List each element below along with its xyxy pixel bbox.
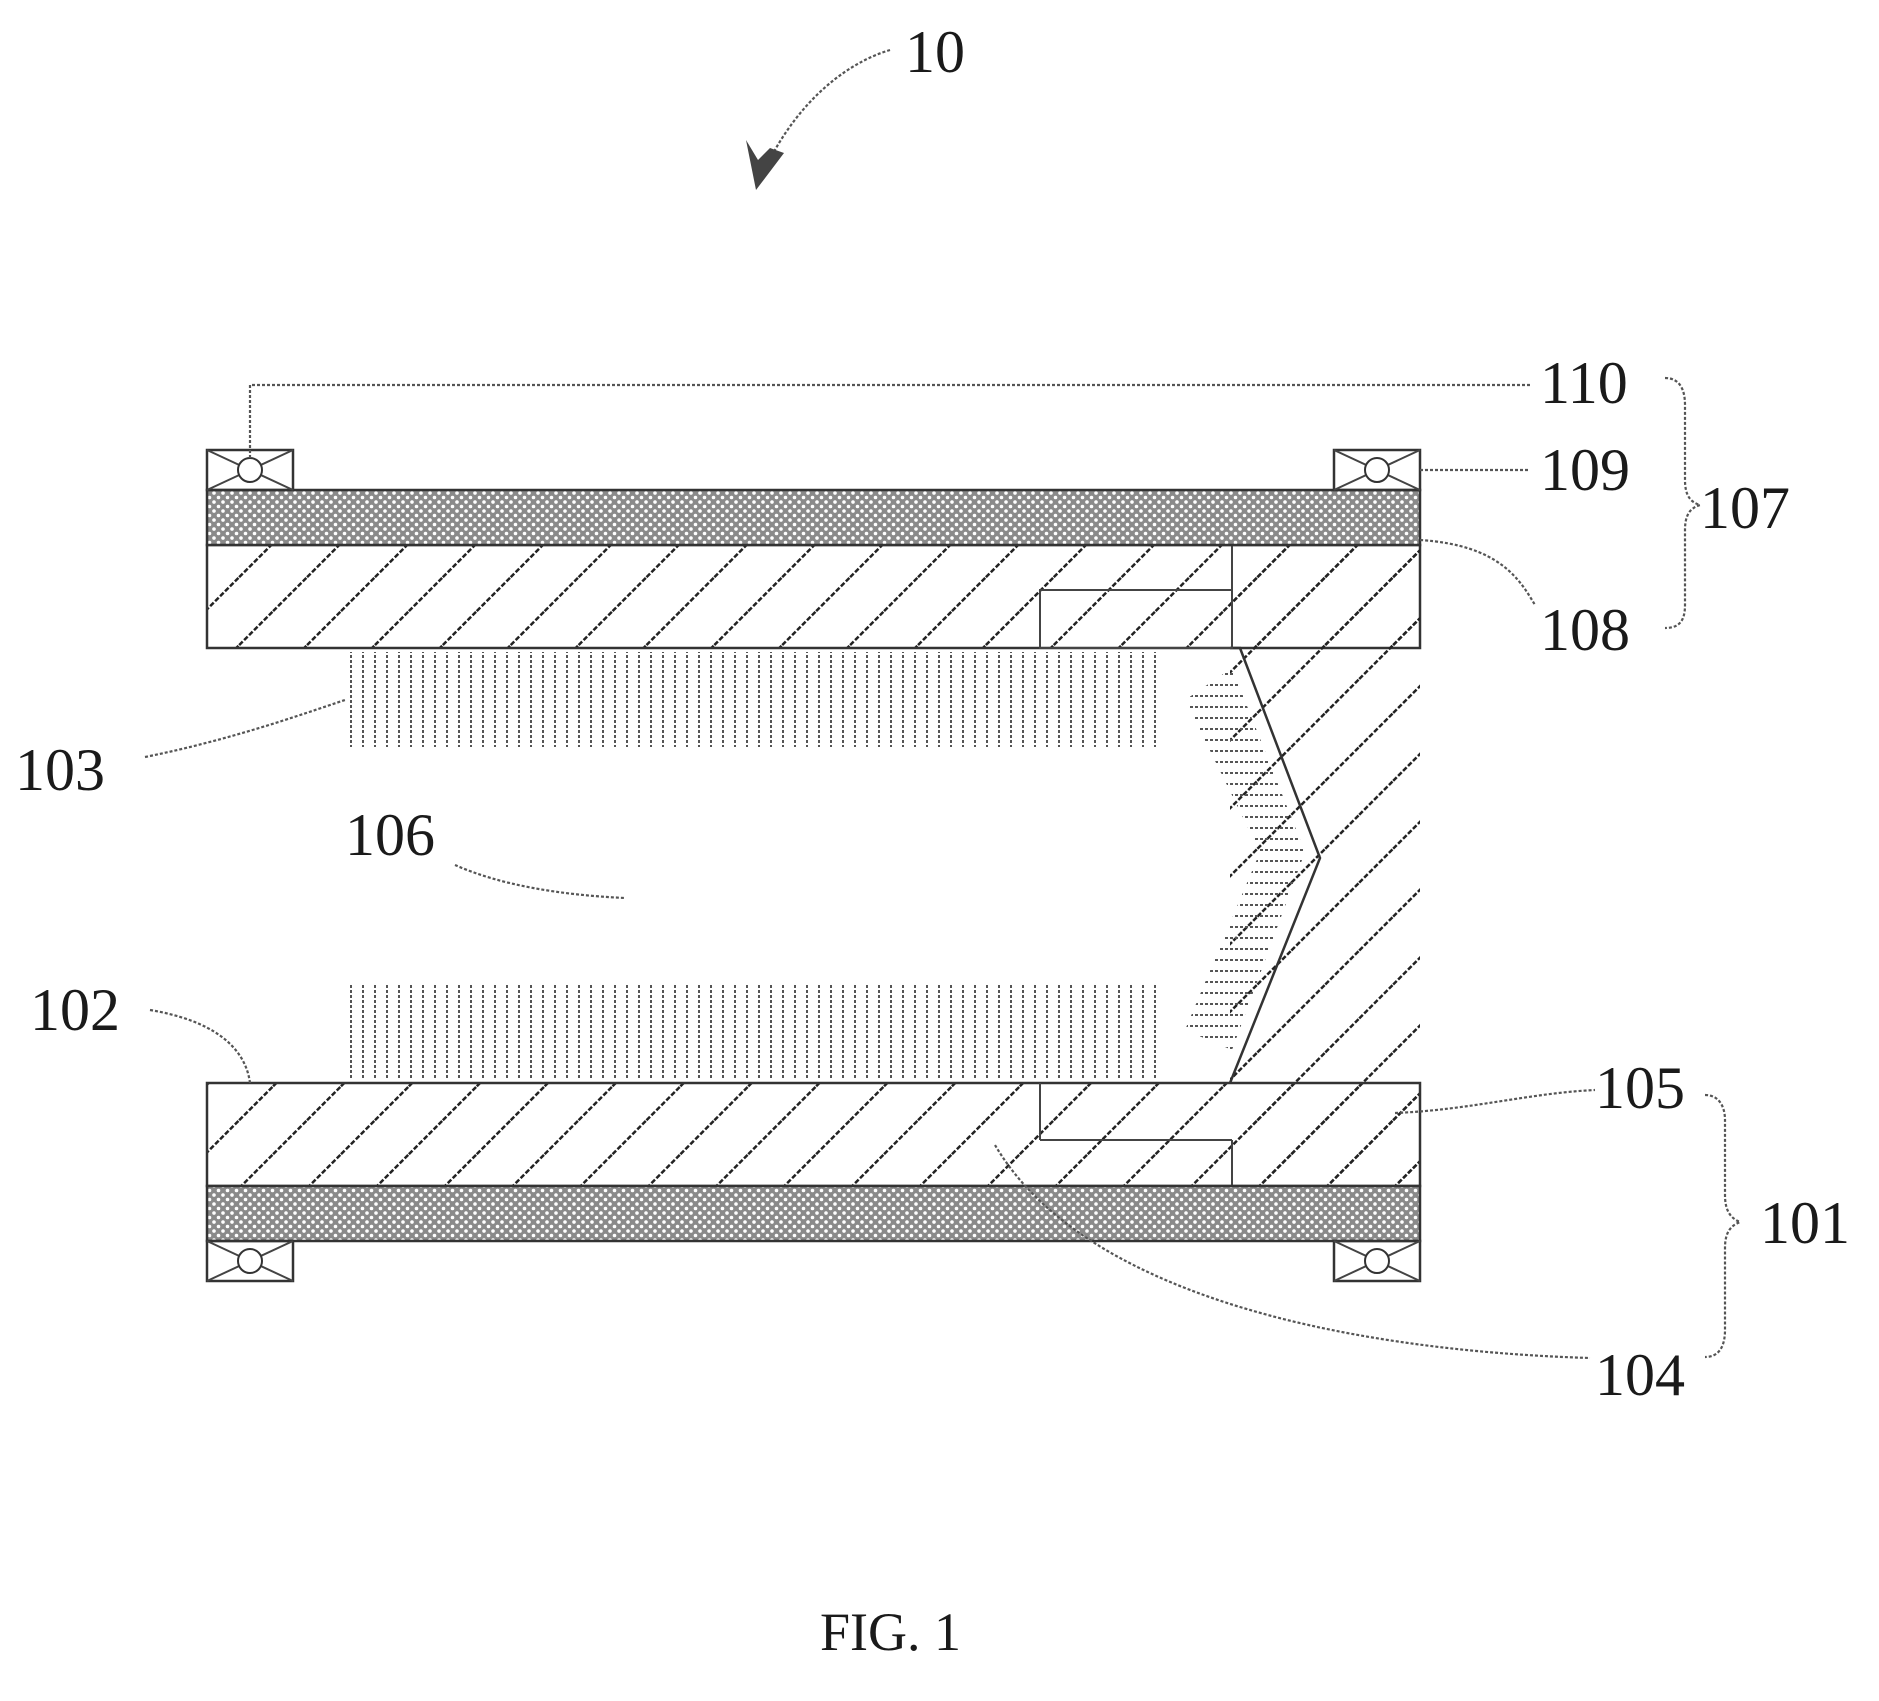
figure-caption: FIG. 1 <box>820 1602 961 1662</box>
label-104: 104 <box>1595 1342 1685 1408</box>
lead-103 <box>145 700 345 757</box>
layer-103-upper-fibers <box>340 652 1160 747</box>
label-106: 106 <box>345 802 435 868</box>
bracket-107 <box>1665 378 1700 628</box>
lead-102 <box>150 1010 250 1083</box>
label-108: 108 <box>1540 597 1630 663</box>
lead-105 <box>1395 1090 1595 1113</box>
label-10: 10 <box>905 19 965 85</box>
lead-10-arrow <box>760 50 890 180</box>
plate-101-bottom <box>207 1083 1420 1186</box>
lead-110 <box>250 385 1530 458</box>
label-107: 107 <box>1700 475 1790 541</box>
label-110: 110 <box>1540 350 1628 416</box>
label-101: 101 <box>1760 1190 1850 1256</box>
layer-108-bottom <box>207 1186 1420 1241</box>
label-109: 109 <box>1540 437 1630 503</box>
layer-103-lower-fibers <box>340 985 1160 1080</box>
label-105: 105 <box>1595 1055 1685 1121</box>
lead-106 <box>455 865 625 898</box>
arrow-10-head <box>746 140 784 190</box>
layer-108-top <box>207 490 1420 545</box>
pad-109-bottom-right <box>1334 1241 1420 1281</box>
label-102: 102 <box>30 977 120 1043</box>
label-103: 103 <box>15 737 105 803</box>
pad-109-bottom-left <box>207 1241 293 1281</box>
lead-108 <box>1420 540 1535 605</box>
pad-109-top-right <box>1334 450 1420 490</box>
bracket-101 <box>1705 1095 1740 1357</box>
